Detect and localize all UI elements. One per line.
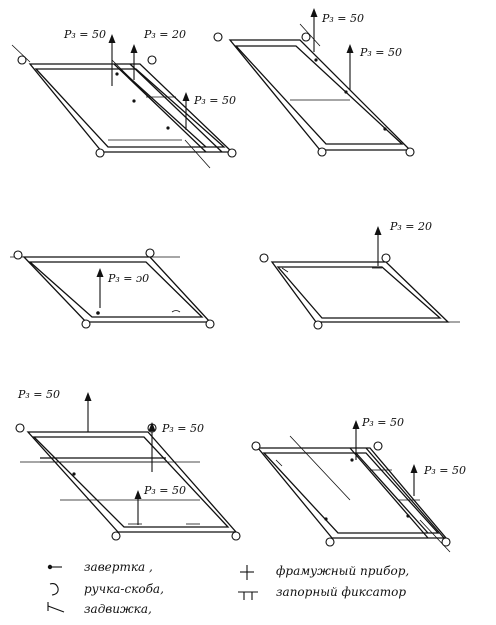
legend-label: завертка , (84, 560, 153, 574)
legend-label: запорный фиксатор (276, 585, 406, 599)
window-diagram-5: P₃ = 50 P₃ = 50 P₃ = 50 (15, 388, 241, 541)
legend-item-zavertka: завертка , (47, 560, 153, 574)
legend-item-lock: запорный фиксатор (238, 585, 406, 600)
legend-label: задвижка, (84, 602, 152, 616)
force-label-2a: P₃ = 50 (321, 12, 364, 25)
legend-item-handle: ручка-скоба, (49, 582, 164, 596)
window-diagram-3: P₃ = ɔ0 (10, 248, 215, 329)
force-label-1c: P₃ = 50 (193, 94, 236, 107)
handle-icon (49, 582, 59, 596)
legend-item-bolt: задвижка, (47, 602, 152, 616)
force-label-5b: P₃ = 50 (161, 422, 204, 435)
dot-icon (47, 564, 62, 570)
force-label-1a: P₃ = 50 (63, 28, 106, 41)
window-diagram-4: P₃ = 20 (259, 220, 460, 330)
bolt-icon (47, 602, 65, 613)
force-label-1b: P₃ = 20 (143, 28, 186, 41)
force-label-6b: P₃ = 50 (423, 464, 466, 477)
legend-item-transom: фрамужный прибор, (240, 564, 409, 580)
lock-icon (238, 591, 258, 600)
force-label-5c: P₃ = 50 (143, 484, 186, 497)
transom-icon (240, 565, 254, 580)
window-diagram-1: P₃ = 50 P₃ = 20 P₃ = 50 (11, 28, 237, 169)
force-label-4a: P₃ = 20 (389, 220, 432, 233)
window-diagram-6: P₃ = 50 P₃ = 50 (251, 416, 466, 553)
force-label-6a: P₃ = 50 (361, 416, 404, 429)
legend-label: ручка-скоба, (84, 582, 164, 596)
legend-label: фрамужный прибор, (276, 564, 409, 578)
window-diagram-2: P₃ = 50 P₃ = 50 (213, 8, 415, 157)
force-label-3a: P₃ = ɔ0 (107, 272, 149, 285)
legend: завертка , ручка-скоба, задвижка, фрамуж… (47, 560, 409, 616)
force-label-2b: P₃ = 50 (359, 46, 402, 59)
force-label-5a: P₃ = 50 (17, 388, 60, 401)
